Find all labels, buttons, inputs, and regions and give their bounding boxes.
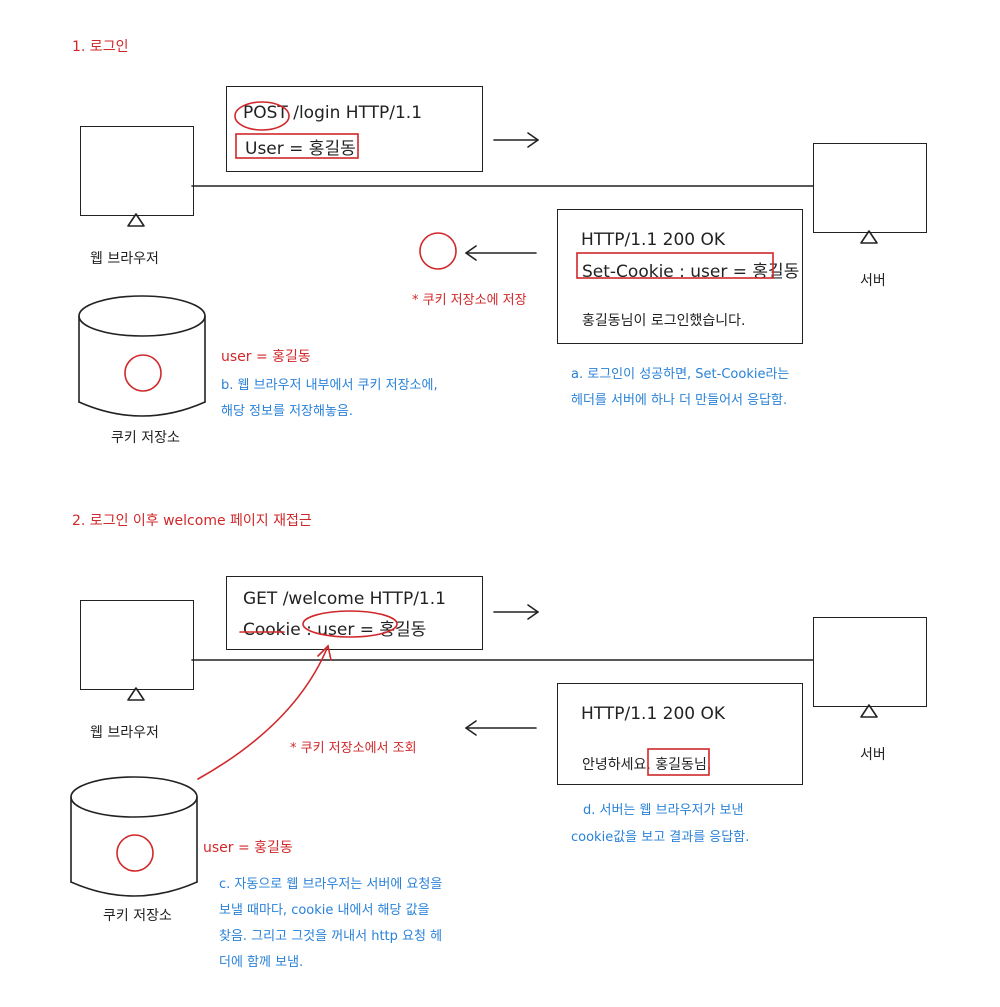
note-c-line2: 보낼 때마다, cookie 내에서 해당 값을 — [219, 903, 430, 918]
user-highlight-box — [235, 133, 359, 159]
browser-box-1 — [80, 126, 194, 216]
response-line-2: Set-Cookie : user = 홍길동 — [582, 262, 800, 282]
lookup-note: * 쿠키 저장소에서 조회 — [290, 741, 417, 756]
storage-value-1: user = 홍길동 — [221, 349, 311, 365]
server-label-1: 서버 — [860, 273, 886, 289]
name-highlight-box — [647, 748, 710, 776]
request-arrow-2 — [493, 604, 539, 620]
storage-label-2: 쿠키 저장소 — [103, 908, 172, 924]
browser-label-1: 웹 브라우저 — [90, 251, 159, 267]
request-line-1: POST /login HTTP/1.1 — [243, 103, 423, 123]
browser-box-2 — [80, 600, 194, 690]
cookie-stored-circle — [419, 232, 457, 270]
response2-line-1: HTTP/1.1 200 OK — [581, 704, 726, 724]
request-arrow-1 — [493, 132, 539, 148]
note-c-line4: 더에 함께 보냄. — [219, 955, 304, 970]
note-d-line2: cookie값을 보고 결과를 응답함. — [571, 830, 750, 845]
request2-line-2: Cookie : user = 홍길동 — [243, 620, 427, 640]
response-arrow-2 — [465, 720, 537, 736]
response-arrow-1 — [465, 245, 537, 261]
note-a-line2: 헤더를 서버에 하나 더 만들어서 응답함. — [571, 393, 788, 408]
note-b-line2: 해당 정보를 저장해놓음. — [221, 404, 353, 419]
response-box-2: HTTP/1.1 200 OK 안녕하세요. 홍길동님. — [557, 683, 803, 785]
browser-stand-1 — [127, 213, 145, 227]
note-d-line1: d. 서버는 웹 브라우저가 보낸 — [583, 803, 744, 818]
server-box-2 — [813, 617, 927, 707]
response-line-1: HTTP/1.1 200 OK — [581, 230, 726, 250]
set-cookie-highlight-box — [576, 252, 774, 279]
server-box-1 — [813, 143, 927, 233]
note-b-line1: b. 웹 브라우저 내부에서 쿠키 저장소에, — [221, 378, 438, 393]
cookie-storage-cylinder-2 — [70, 776, 198, 897]
section1-title: 1. 로그인 — [72, 39, 129, 55]
cookie-storage-cylinder-1 — [78, 295, 206, 417]
server-label-2: 서버 — [860, 747, 886, 763]
cookie-value-highlight — [302, 610, 398, 638]
server-stand-2 — [860, 704, 878, 718]
storage-circle-2 — [116, 834, 154, 872]
request2-line-1: GET /welcome HTTP/1.1 — [243, 589, 446, 609]
note-c-line3: 찾음. 그리고 그것을 꺼내서 http 요청 헤 — [219, 929, 443, 944]
response2-line-2: 안녕하세요. 홍길동님. — [582, 757, 712, 773]
response-line-3: 홍길동님이 로그인했습니다. — [582, 313, 746, 329]
note-a-line1: a. 로그인이 성공하면, Set-Cookie라는 — [571, 367, 790, 382]
cookie-store-note: * 쿠키 저장소에 저장 — [412, 293, 527, 308]
post-highlight — [234, 101, 290, 131]
server-stand-1 — [860, 230, 878, 244]
storage-circle-1 — [124, 354, 162, 392]
note-c-line1: c. 자동으로 웹 브라우저는 서버에 요청을 — [219, 877, 443, 892]
browser-label-2: 웹 브라우저 — [90, 725, 159, 741]
storage-value-2: user = 홍길동 — [203, 840, 293, 856]
section2-title: 2. 로그인 이후 welcome 페이지 재접근 — [72, 513, 312, 529]
request-box-2: GET /welcome HTTP/1.1 Cookie : user = 홍길… — [226, 576, 483, 650]
response-box-1: HTTP/1.1 200 OK Set-Cookie : user = 홍길동 … — [557, 209, 803, 344]
request-line-2: User = 홍길동 — [245, 139, 356, 159]
browser-stand-2 — [127, 687, 145, 701]
storage-label-1: 쿠키 저장소 — [111, 430, 180, 446]
lookup-arrow — [197, 644, 332, 780]
